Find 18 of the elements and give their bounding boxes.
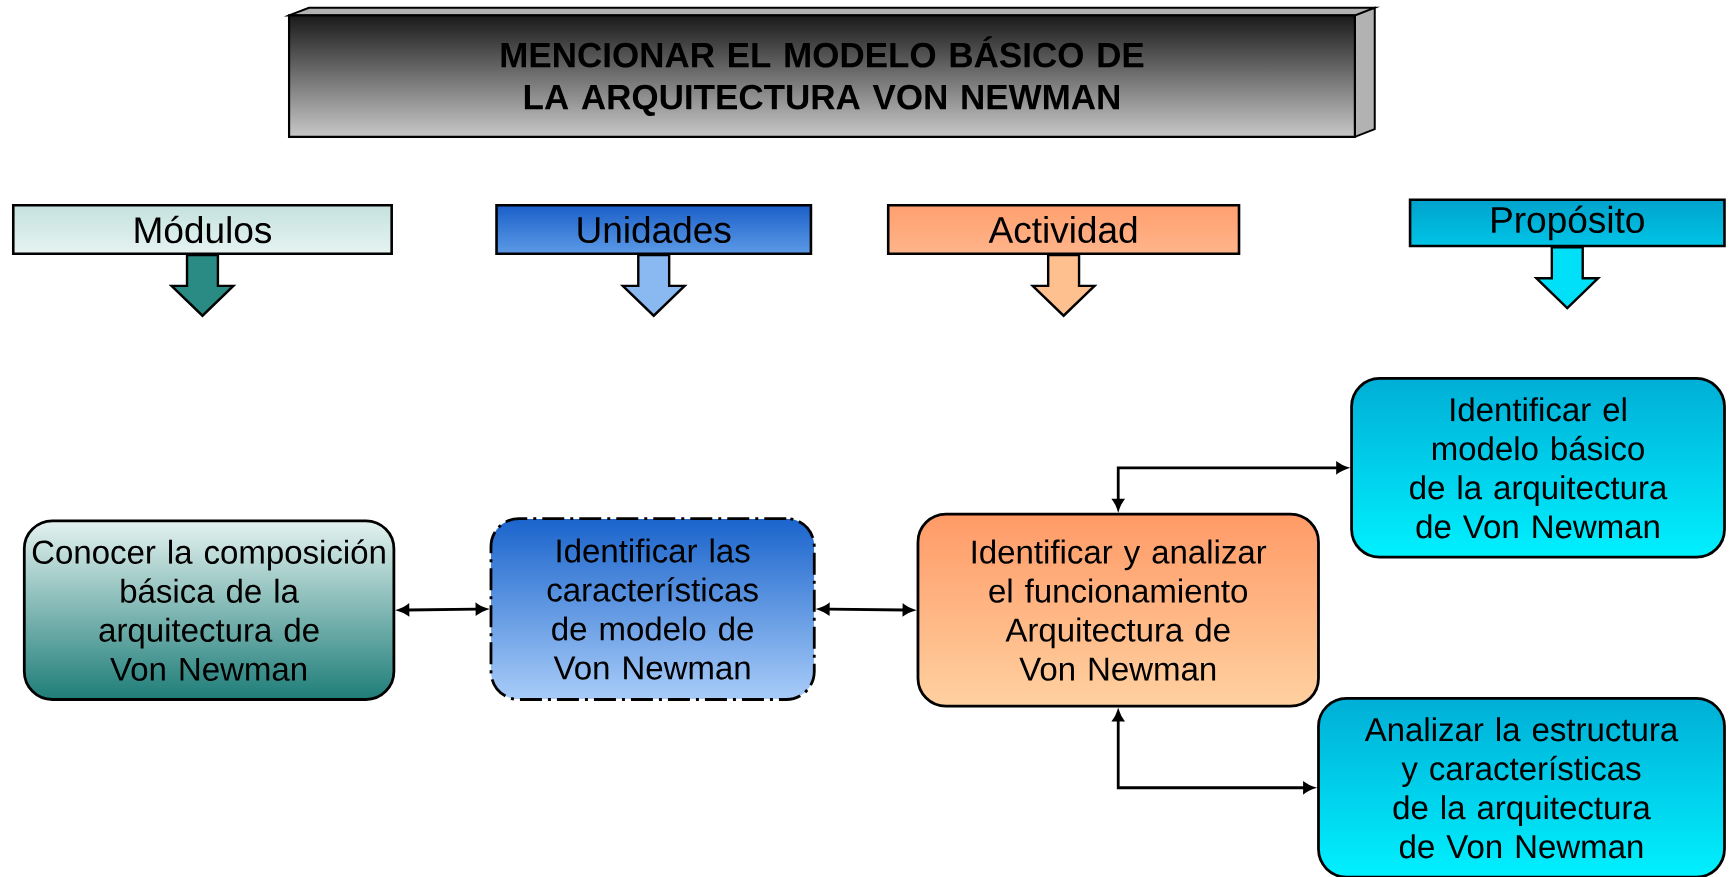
rounded-box: Identificar el modelo básico de la arquitectura de Von Newman <box>1350 377 1726 559</box>
rounded-box: Analizar la estructura y características de la arquitectura de Von Newman <box>1317 696 1726 877</box>
arrow <box>1112 710 1315 794</box>
header-box: Unidades <box>495 203 813 255</box>
block-arrow <box>1029 253 1098 318</box>
rounded-box: Identificar las características de modelo de Von Newman <box>489 517 816 701</box>
arrow <box>1112 462 1348 510</box>
arrow <box>818 603 914 616</box>
arrow <box>398 603 487 616</box>
block-arrow <box>1533 246 1602 310</box>
rounded-box: Conocer la composición básica de la arquitectura de Von Newman <box>22 519 396 701</box>
block-arrow <box>619 253 688 318</box>
block-arrow <box>168 253 237 318</box>
header-box: Propósito <box>1408 198 1726 248</box>
header-box: Módulos <box>11 203 393 255</box>
header-box: Actividad <box>886 203 1241 255</box>
rounded-box: Identificar y analizar el funcionamiento Arquitectura de Von Newman <box>916 512 1320 708</box>
title-banner: MENCIONAR EL MODELO BÁSICO DE LA ARQUITECTURA VON NEWMAN <box>287 6 1381 138</box>
